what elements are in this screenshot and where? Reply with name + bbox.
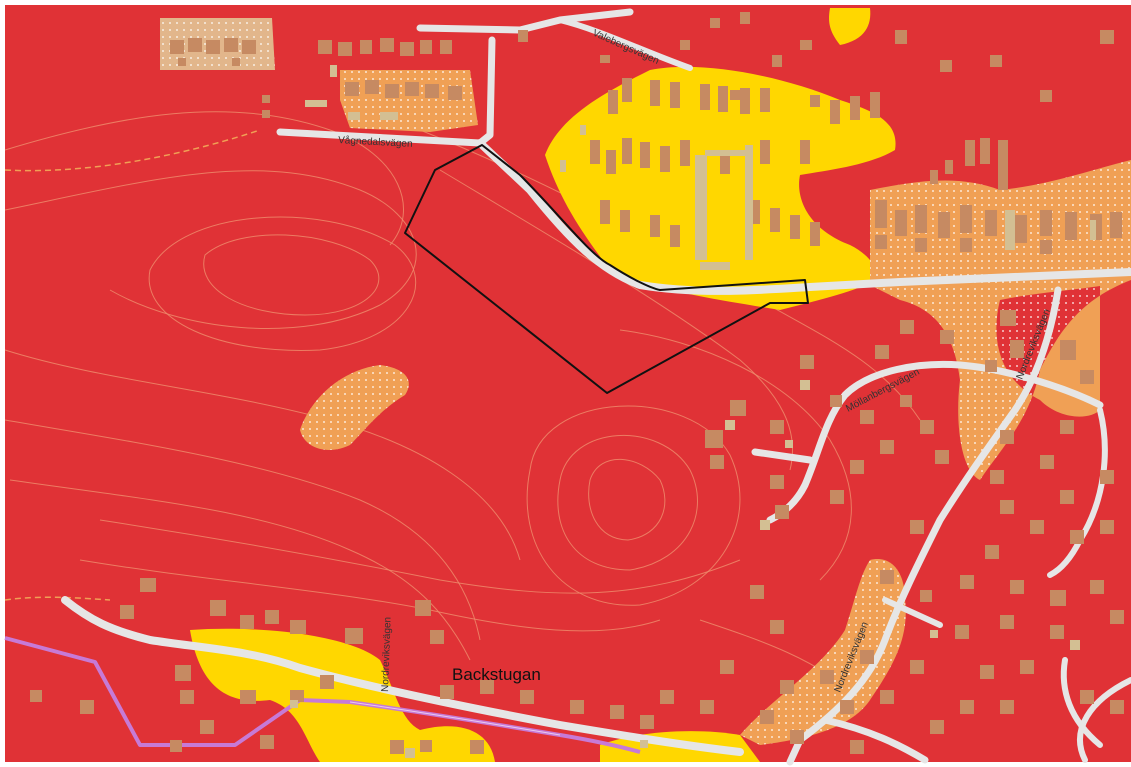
label-vagnedalsvagen: Vågnedalsvägen [338,134,413,150]
road-valebergsvagen [416,8,634,34]
rail-line [349,701,561,736]
residential-area [829,8,871,45]
roads [61,8,1131,766]
residential-area [545,66,896,310]
road-main-east [476,139,1131,295]
road-southwest [61,596,744,756]
road-mollanbergsvagen [751,448,814,464]
road-nordreviksvagen-north [786,286,1062,766]
road-east-loop-2 [1077,677,1131,763]
road-mollanbergsvagen [766,360,1104,524]
buildings [30,12,1124,754]
road-east-loop [1047,407,1108,578]
trail [4,129,261,172]
property-boundary [404,144,809,394]
label-nordreviksvagen-south: Nordreviksvägen [380,617,394,692]
road-nordreviksvagen-south [821,716,929,764]
label-backstugan: Backstugan [452,665,541,684]
road-branch [882,597,943,628]
road-valebergsvagen [557,17,693,71]
outbuildings [290,65,1096,758]
road-east-loop-3 [1060,657,1103,748]
trail [4,596,111,601]
